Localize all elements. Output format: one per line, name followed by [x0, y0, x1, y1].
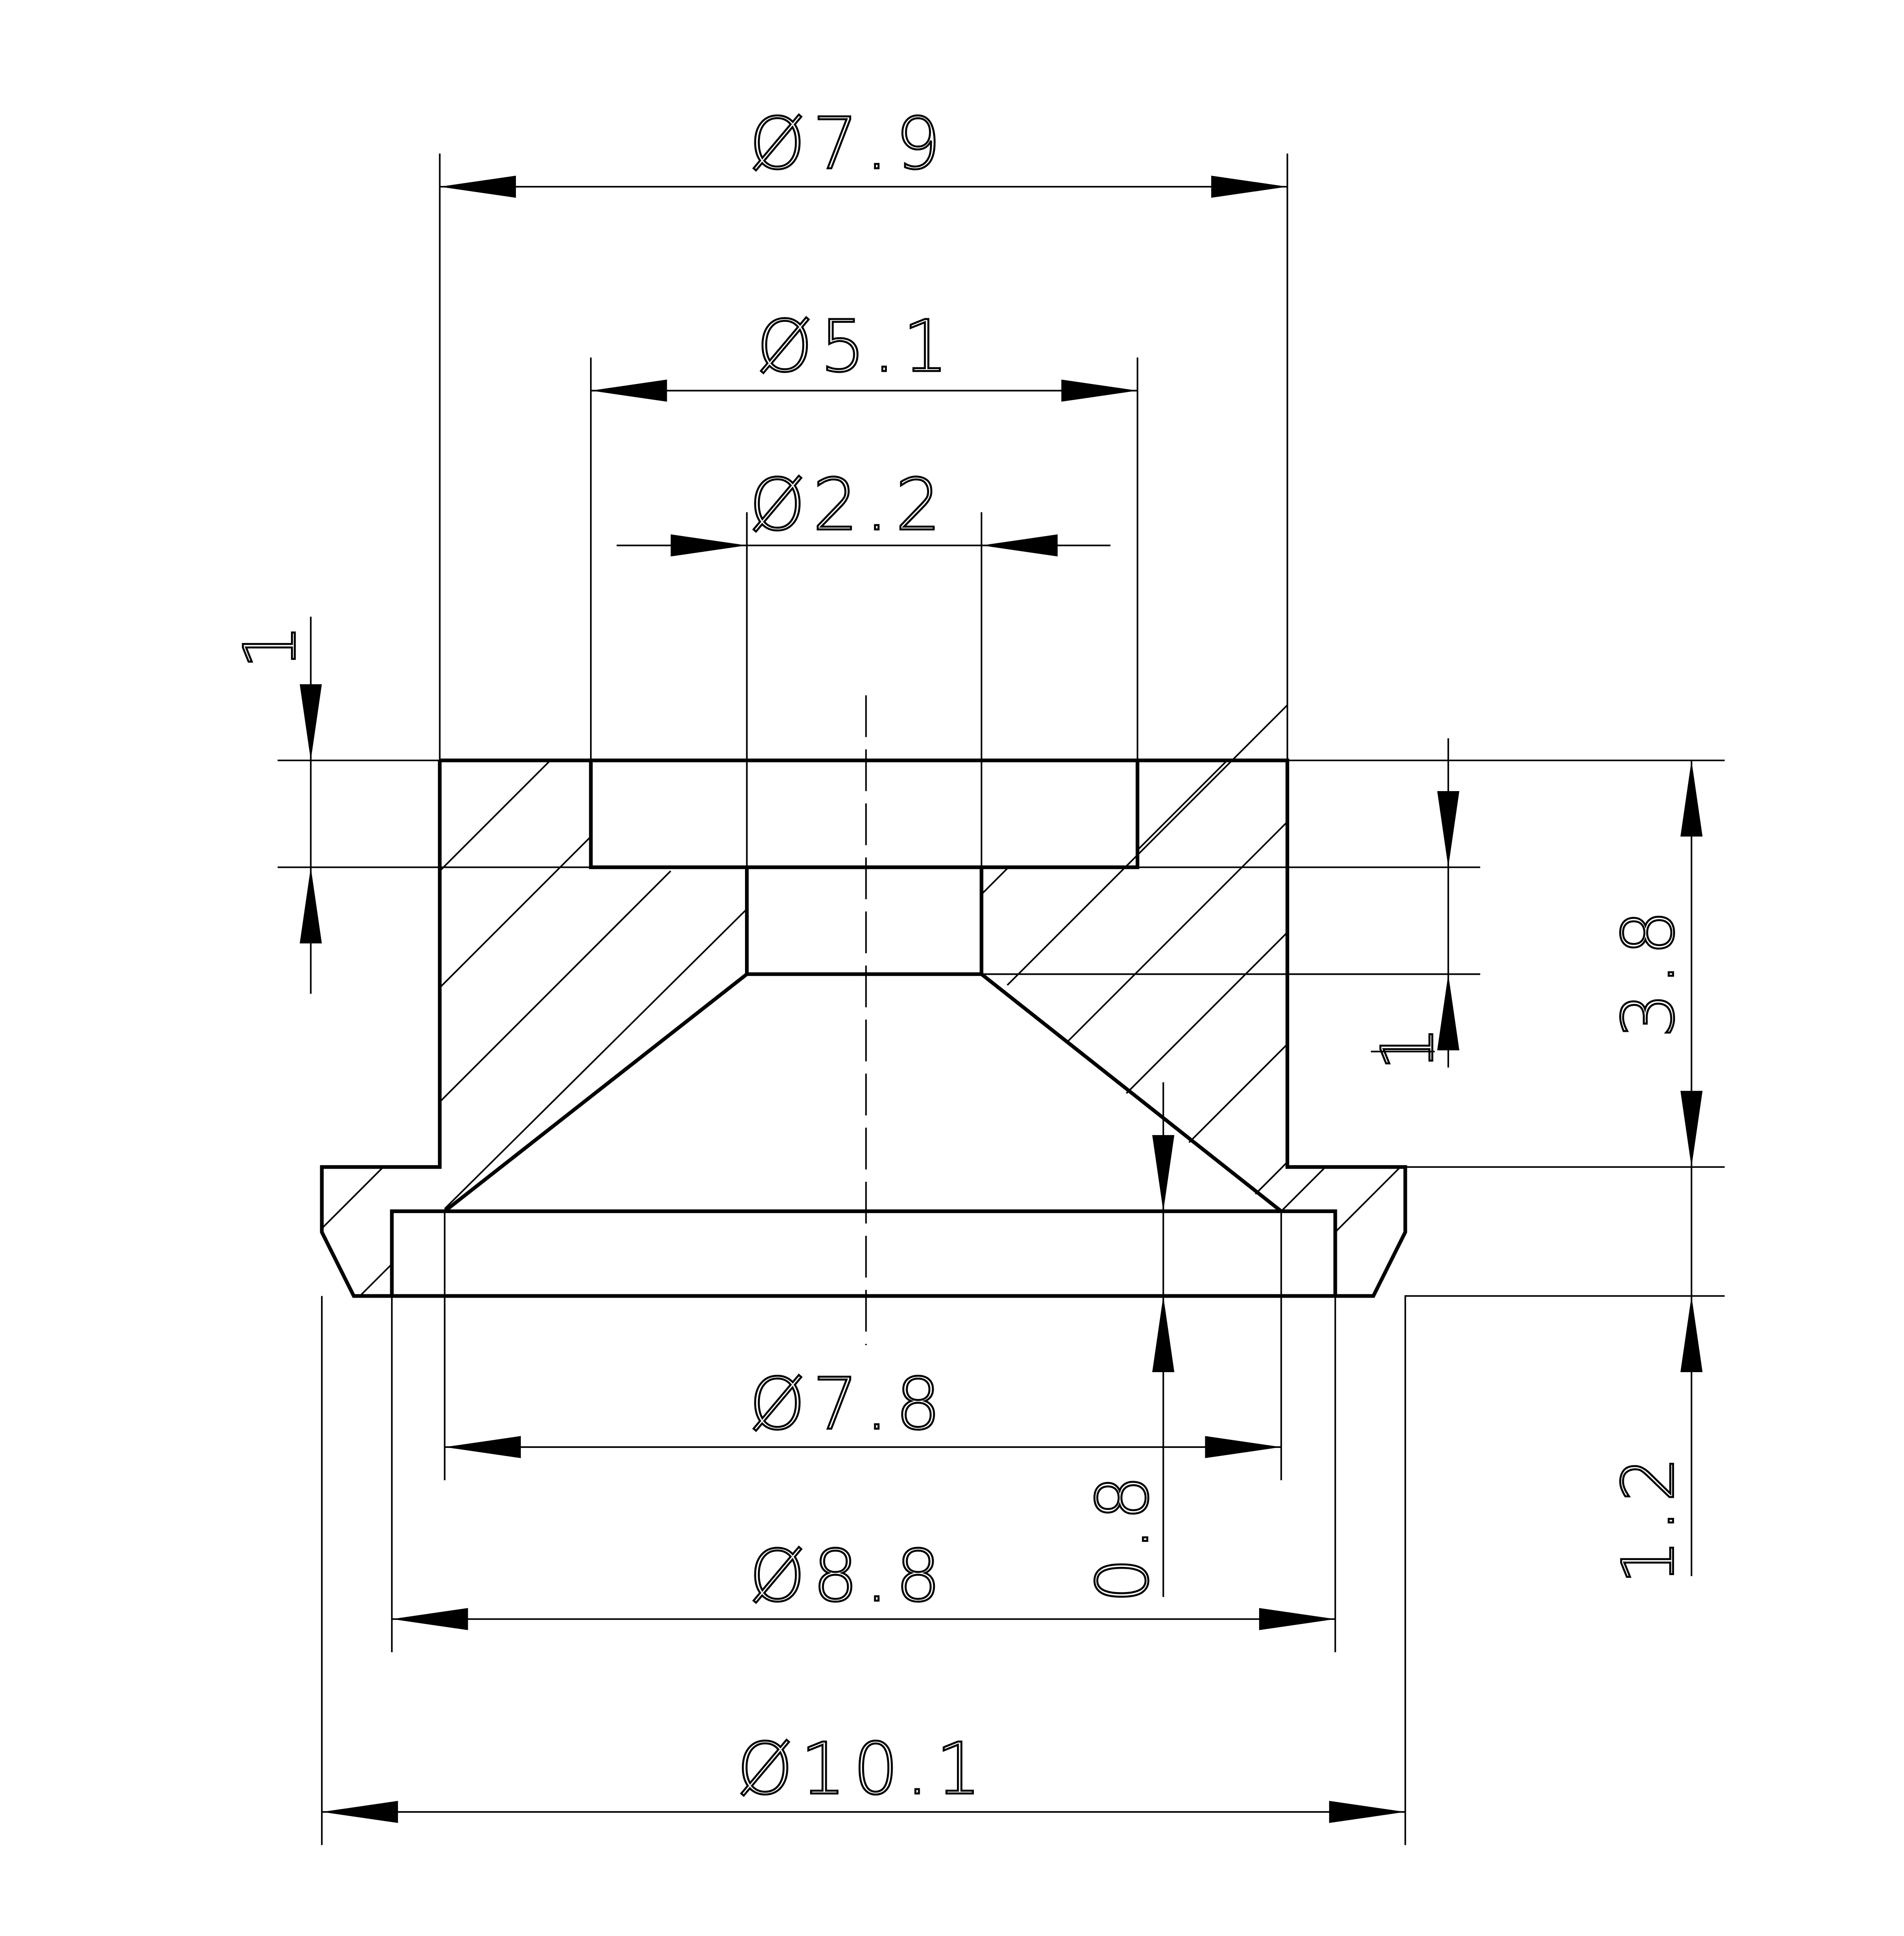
arrow-icon	[440, 176, 516, 198]
extension-lines	[278, 154, 1725, 1845]
dim-8-8	[392, 1608, 1335, 1630]
dim-label-1-mid: 1	[1367, 1018, 1450, 1071]
dim-label-1-top: 1	[229, 617, 312, 669]
arrow-icon	[670, 534, 747, 557]
arrow-icon	[591, 379, 667, 402]
dim-1-top	[300, 616, 322, 994]
dim-label-1-2: 1.2	[1608, 1449, 1690, 1585]
arrow-icon	[1152, 1296, 1175, 1373]
dim-label-8-8: Ø8.8	[749, 1535, 948, 1618]
arrow-icon	[1680, 1296, 1703, 1373]
part-outline	[320, 758, 1407, 1298]
section-hatching	[321, 704, 1401, 1297]
dim-2-2	[617, 534, 1111, 557]
dim-0-8	[1152, 1082, 1175, 1597]
dim-1-2	[1680, 1167, 1703, 1576]
dim-label-10-1: Ø10.1	[737, 1728, 988, 1811]
arrow-icon	[1329, 1801, 1406, 1823]
arrow-icon	[1437, 791, 1459, 867]
arrow-icon	[981, 534, 1058, 557]
arrow-icon	[1680, 1091, 1703, 1167]
dim-7-8	[445, 1436, 1282, 1458]
dim-label-2-2: Ø2.2	[749, 464, 948, 546]
dim-label-0-8: 0.8	[1082, 1468, 1164, 1603]
arrow-icon	[300, 867, 322, 944]
dim-label-7-8: Ø7.8	[749, 1363, 948, 1446]
dim-7-9	[440, 176, 1287, 198]
dim-10-1	[322, 1801, 1406, 1823]
arrow-icon	[1205, 1436, 1282, 1458]
dim-label-3-8: 3.8	[1608, 902, 1690, 1038]
arrow-icon	[445, 1436, 521, 1458]
arrow-icon	[1259, 1608, 1335, 1630]
arrow-icon	[322, 1801, 398, 1823]
dim-label-5-1: Ø5.1	[757, 305, 956, 388]
arrow-icon	[392, 1608, 468, 1630]
arrow-icon	[300, 684, 322, 761]
arrow-icon	[1680, 760, 1703, 837]
arrow-icon	[1061, 379, 1138, 402]
dim-3-8	[1680, 760, 1703, 1167]
arrow-icon	[1437, 974, 1459, 1051]
dim-5-1	[591, 379, 1138, 402]
arrow-icon	[1152, 1135, 1175, 1211]
arrow-icon	[1211, 176, 1287, 198]
dim-label-7-9: Ø7.9	[749, 103, 948, 185]
dim-1-mid	[1371, 738, 1459, 1068]
